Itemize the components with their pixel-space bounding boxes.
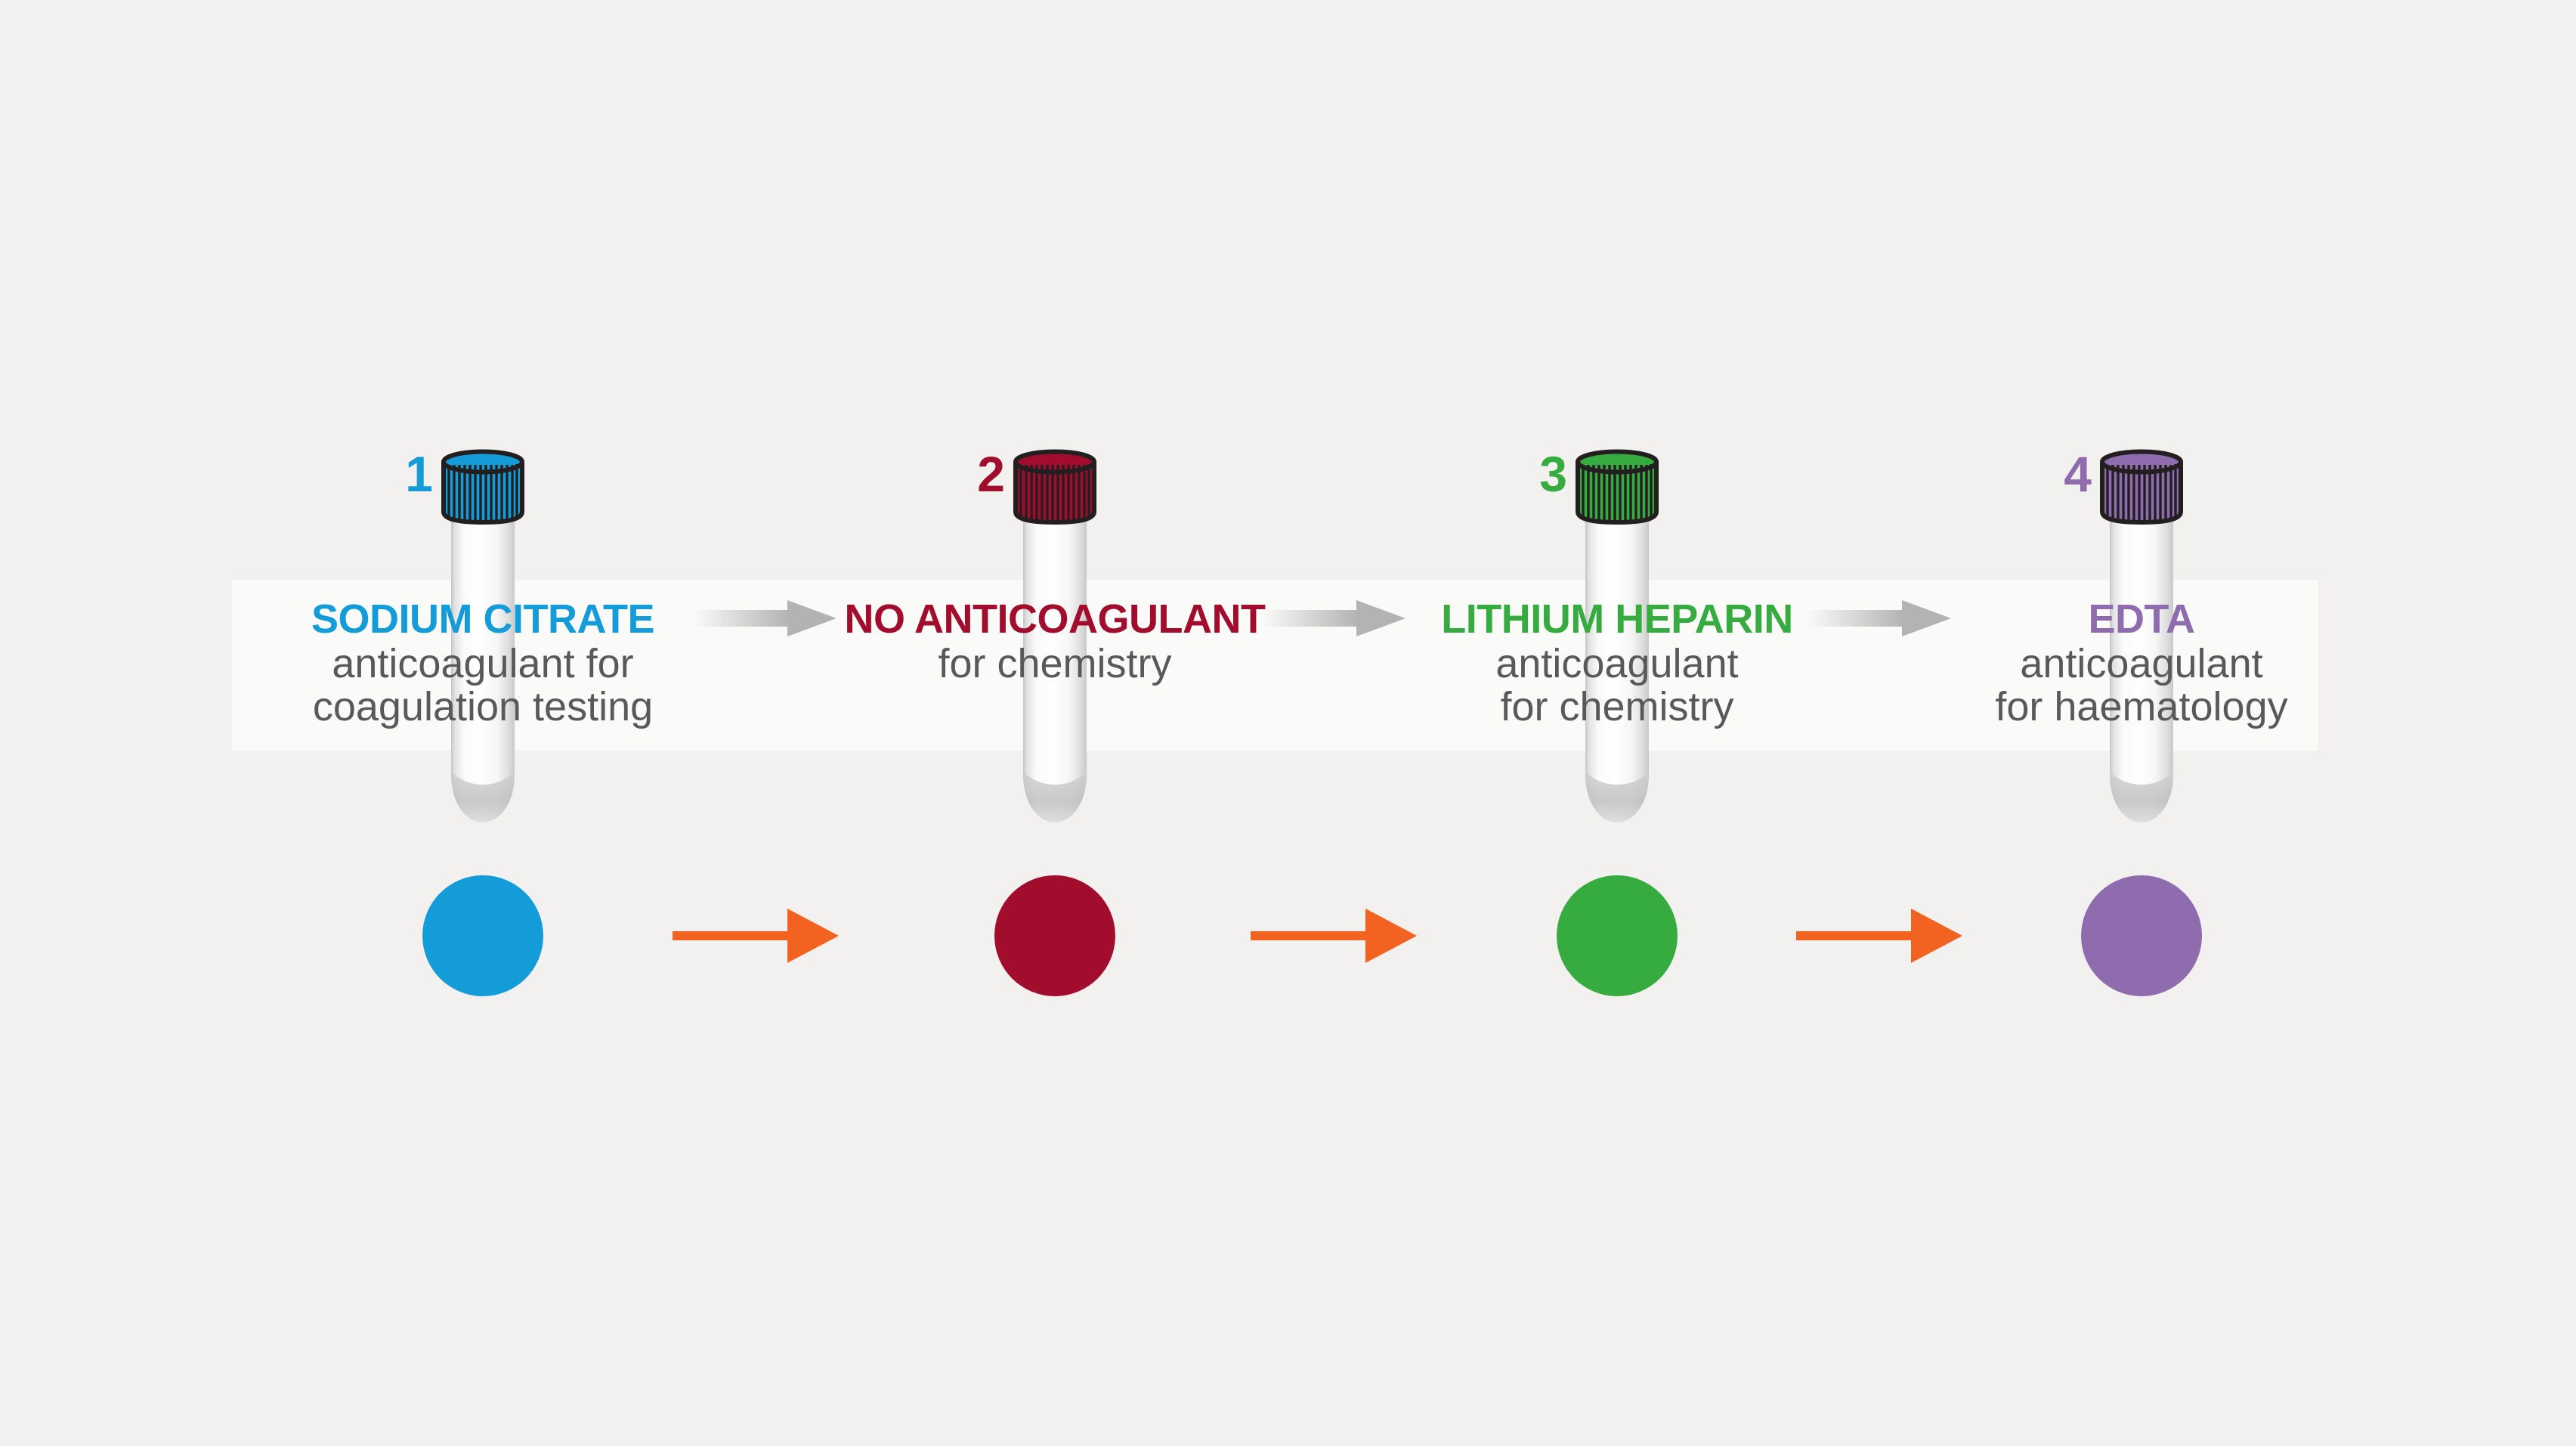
- arrow-right-icon: [1808, 600, 1951, 636]
- tube-name: SODIUM CITRATE: [311, 596, 654, 642]
- tube-number: 4: [2064, 446, 2092, 502]
- cap-color-dot: [2081, 875, 2202, 996]
- tube-name: NO ANTICOAGULANT: [844, 596, 1266, 642]
- tube-label-block: EDTA anticoagulant for haematology: [1919, 596, 2364, 729]
- tube-column-2: 2 NO ANTICOAGULANT for chemistry: [828, 0, 1282, 1446]
- tube-description-line: for haematology: [1995, 684, 2288, 729]
- tube-description-line: anticoagulant: [1495, 641, 1739, 686]
- tube-label-block: LITHIUM HEPARIN anticoagulant for chemis…: [1394, 596, 1840, 729]
- arrow-right-icon: [1796, 909, 1962, 963]
- tube-description-line: for chemistry: [938, 641, 1172, 686]
- arrow-right-icon: [693, 600, 837, 636]
- tube-name: EDTA: [2088, 596, 2196, 642]
- tube-description-line: anticoagulant: [2020, 641, 2263, 686]
- tube-column-3: 3 LITHIUM HEPARIN anticoagulant for chem…: [1390, 0, 1844, 1446]
- tube-description-line: for chemistry: [1500, 684, 1734, 729]
- label-band: [232, 580, 2318, 751]
- tube-column-4: 4 EDTA anticoagulant for haematology: [1915, 0, 2368, 1446]
- arrow-right-icon: [1262, 600, 1406, 636]
- tube-column-1: 1 SODIUM CITRATE anticoagulant for coagu…: [256, 0, 710, 1446]
- tube-description-line: coagulation testing: [312, 684, 654, 729]
- cap-color-dot: [994, 875, 1115, 996]
- cap-color-dot: [422, 875, 543, 996]
- tube-number: 3: [1539, 446, 1567, 502]
- tube-label-block: SODIUM CITRATE anticoagulant for coagula…: [260, 596, 706, 729]
- tube-name: LITHIUM HEPARIN: [1441, 596, 1793, 642]
- cap-color-dot: [1557, 875, 1678, 996]
- tube-number: 1: [405, 446, 433, 502]
- tube-label-block: NO ANTICOAGULANT for chemistry: [832, 596, 1278, 686]
- tube-number: 2: [977, 446, 1005, 502]
- arrow-right-icon: [673, 909, 839, 963]
- arrow-right-icon: [1251, 909, 1417, 963]
- tube-description-line: anticoagulant for: [332, 641, 634, 686]
